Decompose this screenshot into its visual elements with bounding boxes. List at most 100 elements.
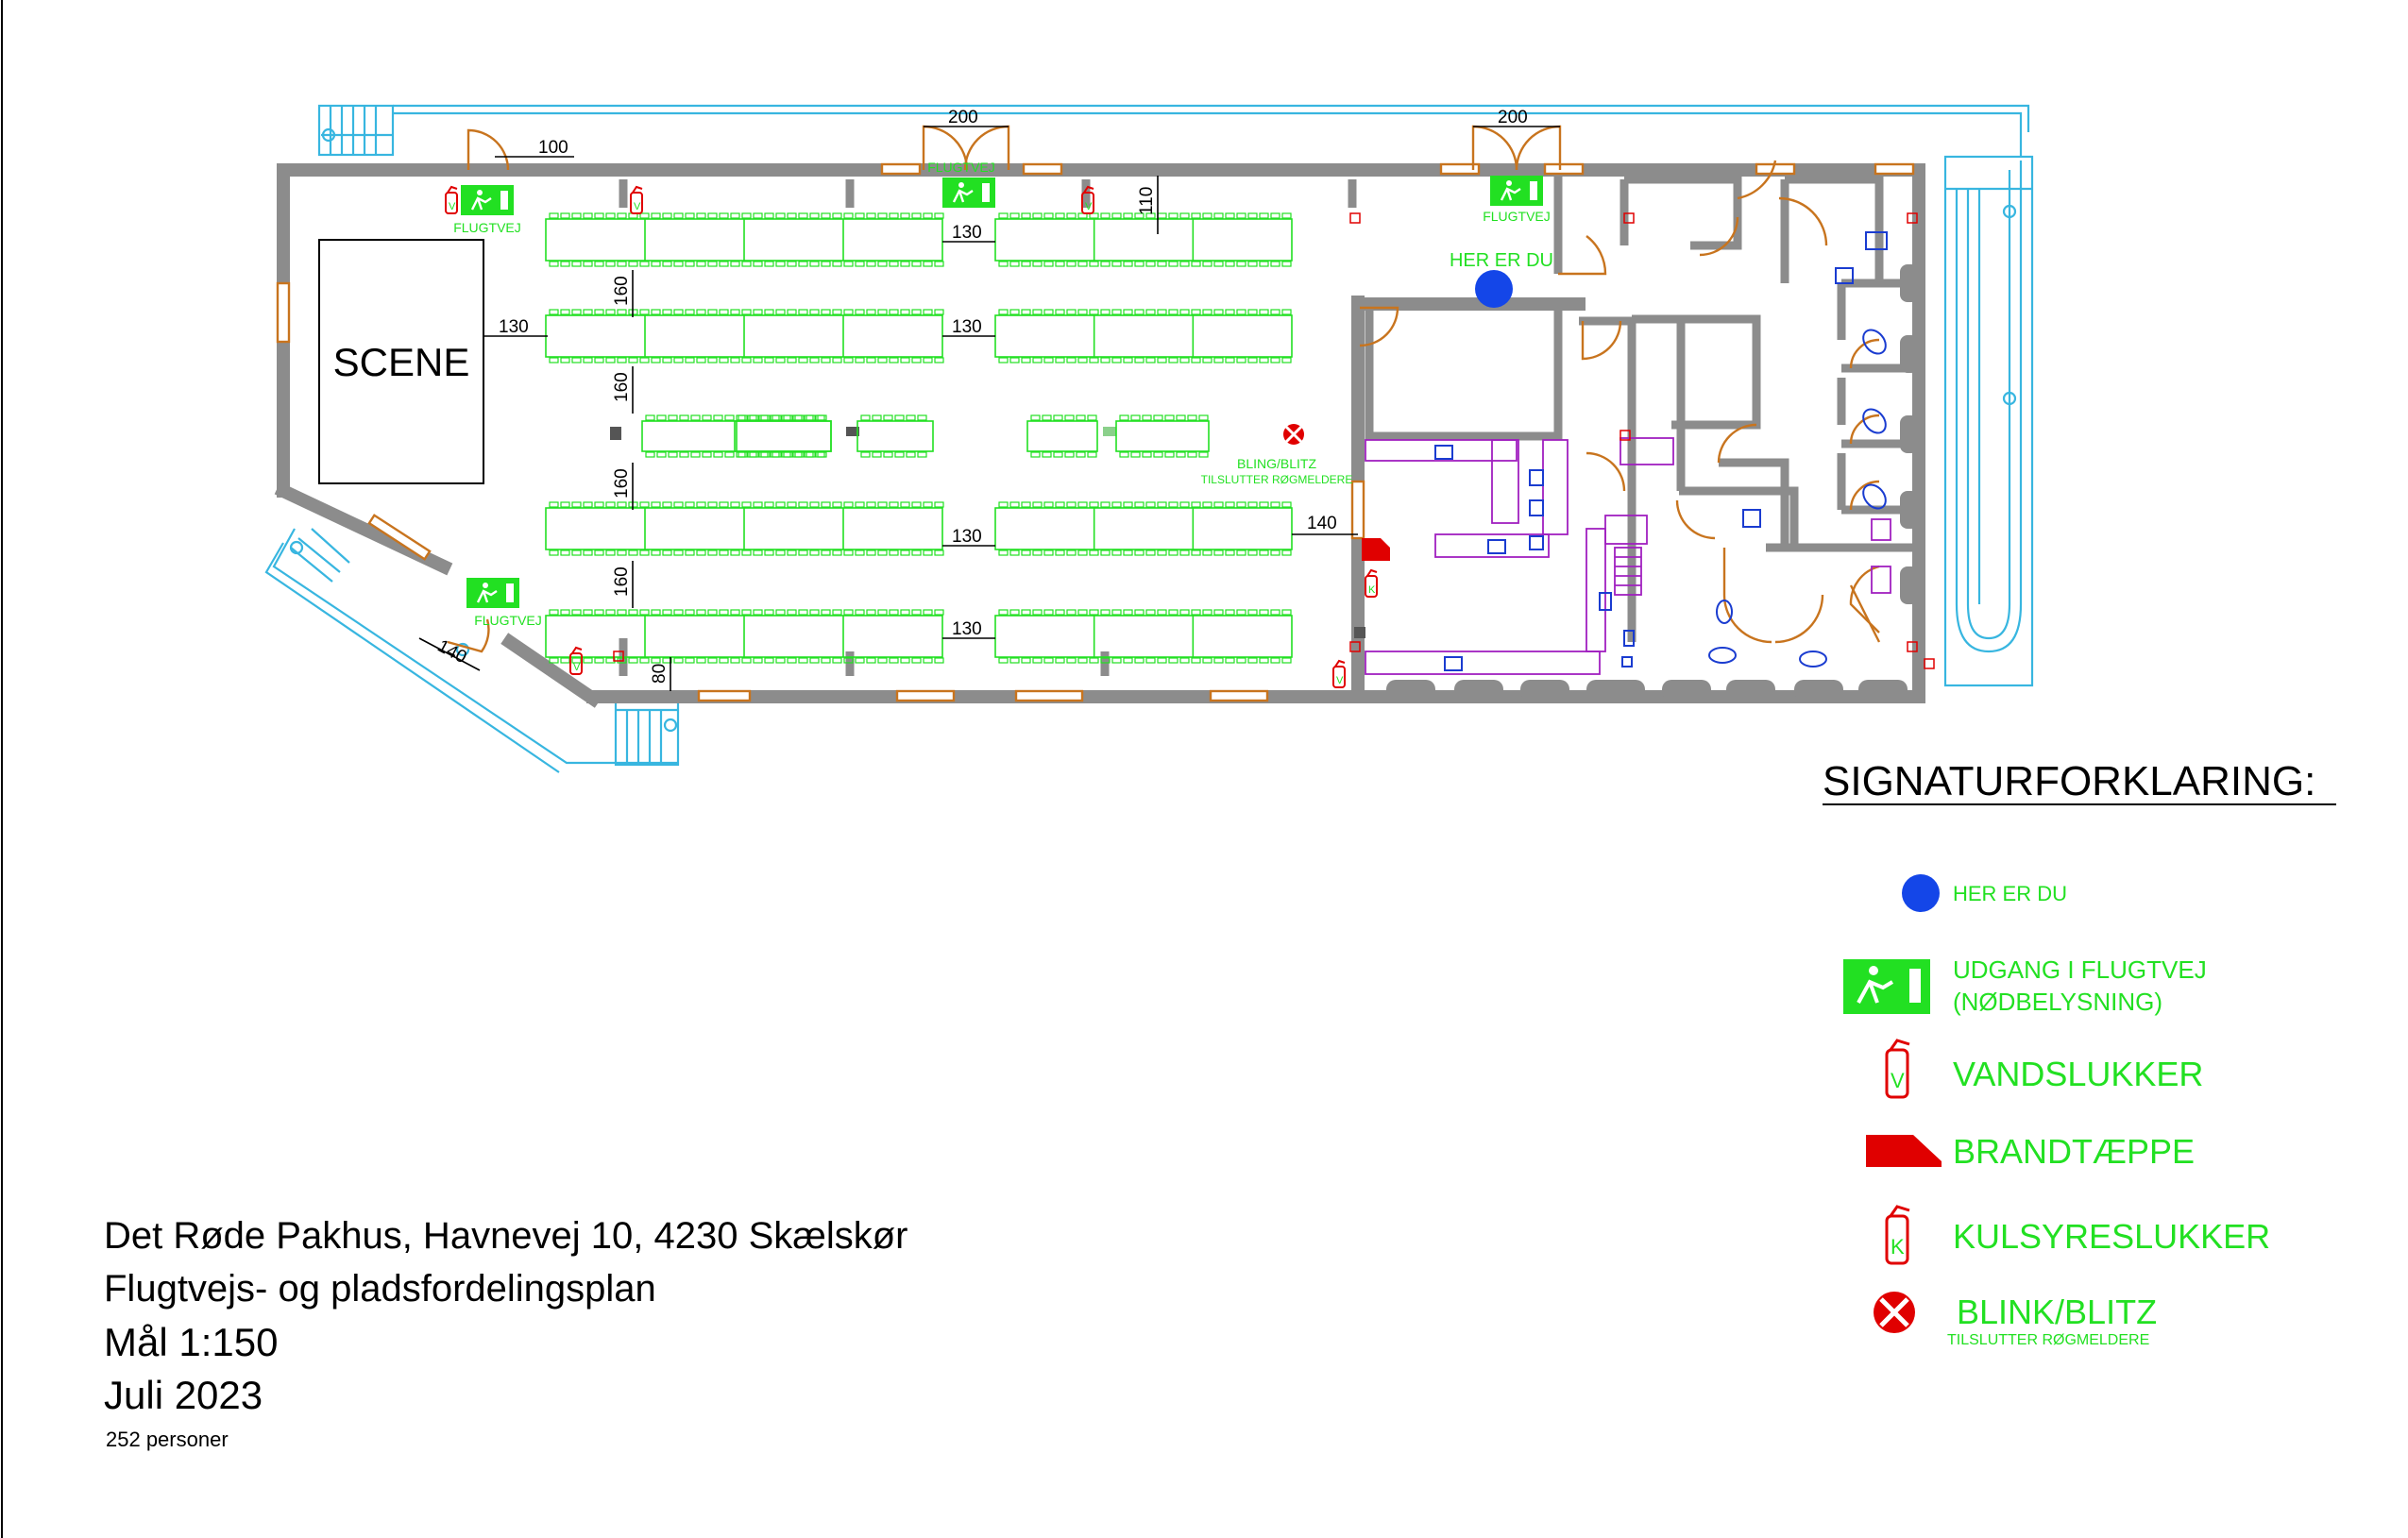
chair: [821, 309, 831, 315]
exit-label: FLUGTVEJ: [927, 160, 995, 175]
chair: [1202, 212, 1212, 219]
chair: [639, 609, 650, 616]
chair: [685, 357, 695, 363]
chair: [843, 501, 854, 508]
table: [994, 218, 1293, 262]
chair: [1168, 609, 1179, 616]
chair: [764, 501, 774, 508]
chair: [730, 609, 740, 616]
chair: [855, 309, 865, 315]
table: [1115, 420, 1210, 452]
strobe-label: BLING/BLITZ: [1237, 456, 1316, 471]
chair: [1066, 309, 1077, 315]
chair: [1191, 309, 1201, 315]
chair: [866, 357, 876, 363]
chair: [1202, 357, 1212, 363]
chair: [1053, 414, 1063, 421]
chair: [696, 357, 706, 363]
chair: [843, 657, 854, 664]
chair: [571, 501, 582, 508]
chair: [685, 309, 695, 315]
chair: [1225, 609, 1235, 616]
fire-blanket: [1362, 538, 1390, 561]
chair: [1032, 309, 1043, 315]
chair: [775, 501, 786, 508]
chair: [719, 657, 729, 664]
chair: [1225, 657, 1235, 664]
chair: [662, 261, 672, 267]
chair: [883, 414, 893, 421]
stage-label: SCENE: [333, 340, 470, 384]
chair: [804, 414, 814, 421]
chair: [1021, 261, 1031, 267]
chair: [730, 549, 740, 556]
chair: [549, 501, 559, 508]
chair: [651, 549, 661, 556]
exit-sign-icon: [1843, 959, 1930, 1014]
chair: [911, 501, 922, 508]
chair: [772, 414, 782, 421]
chair: [866, 657, 876, 664]
chair: [889, 261, 899, 267]
chair: [1187, 451, 1197, 458]
chair: [749, 414, 759, 421]
dim-label: 80: [650, 664, 670, 684]
chair: [900, 609, 910, 616]
chair: [656, 414, 667, 421]
chair: [798, 261, 808, 267]
chair: [690, 414, 701, 421]
chair: [821, 261, 831, 267]
chair: [1021, 357, 1031, 363]
chair: [741, 309, 752, 315]
dim-label: 130: [499, 317, 529, 337]
chair: [1077, 549, 1088, 556]
chair: [1009, 357, 1020, 363]
chair: [906, 414, 916, 421]
chair: [889, 309, 899, 315]
water-extinguisher-icon: V: [1885, 1039, 1910, 1099]
chair: [1179, 609, 1190, 616]
chair: [651, 212, 661, 219]
chair: [730, 309, 740, 315]
chair: [787, 261, 797, 267]
chair: [656, 451, 667, 458]
chair: [628, 261, 638, 267]
chair: [1032, 261, 1043, 267]
chair: [753, 609, 763, 616]
chair: [1111, 357, 1122, 363]
chair: [764, 261, 774, 267]
chair: [1281, 501, 1292, 508]
chair: [696, 212, 706, 219]
legend-title: SIGNATURFORKLARING:: [1823, 758, 2315, 804]
chair: [998, 549, 1009, 556]
chair: [900, 212, 910, 219]
venue-address: Det Røde Pakhus, Havnevej 10, 4230 Skæls…: [104, 1215, 908, 1257]
chair: [775, 657, 786, 664]
chair: [1100, 657, 1111, 664]
chair: [889, 357, 899, 363]
chair: [1157, 501, 1167, 508]
chair: [1213, 501, 1224, 508]
date-text: Juli 2023: [104, 1373, 263, 1417]
chair: [923, 549, 933, 556]
chair: [889, 657, 899, 664]
chair: [1191, 549, 1201, 556]
chair: [1179, 549, 1190, 556]
chair: [571, 309, 582, 315]
chair: [628, 357, 638, 363]
chair: [787, 357, 797, 363]
terrace-stairs: [264, 104, 2034, 773]
chair: [639, 261, 650, 267]
chair: [1191, 261, 1201, 267]
chair: [662, 549, 672, 556]
chair: [1247, 549, 1258, 556]
chair: [1202, 309, 1212, 315]
chair: [775, 309, 786, 315]
chair: [1043, 357, 1054, 363]
chair: [651, 261, 661, 267]
chair: [775, 549, 786, 556]
chair: [1259, 609, 1269, 616]
here-marker: [1475, 270, 1513, 308]
chair: [639, 549, 650, 556]
chair: [1281, 609, 1292, 616]
